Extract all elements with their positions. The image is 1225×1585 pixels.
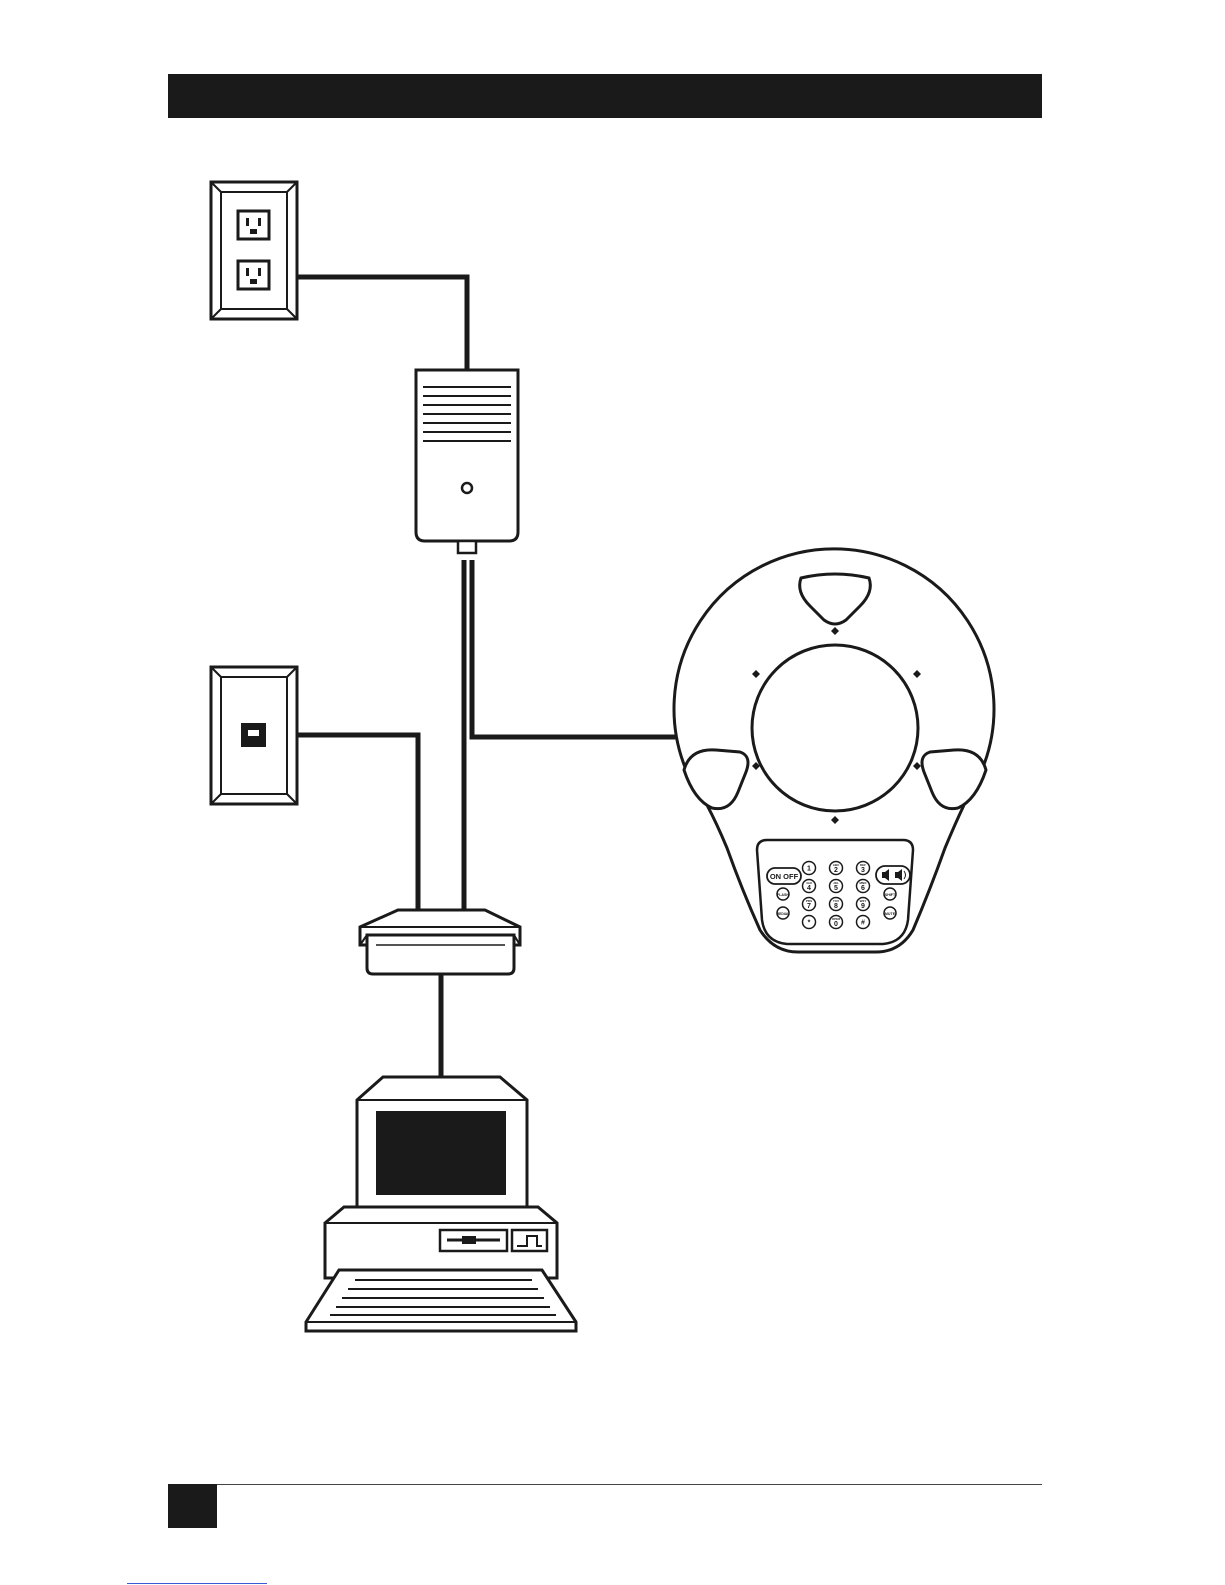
power-adapter	[416, 370, 518, 553]
dial-key-1: 1	[803, 862, 816, 875]
keypad-panel: ON OFF FLASH REDIAL SHIFT MUTE	[757, 840, 913, 944]
dial-key-digit: 1	[807, 866, 811, 873]
dial-key-digit: 6	[861, 885, 865, 892]
power-led	[462, 483, 472, 493]
adapter-plug	[458, 541, 476, 553]
redial-button: REDIAL	[777, 907, 790, 919]
dial-key-digit: 0	[834, 921, 838, 928]
dial-key-pound: #	[857, 916, 870, 929]
outlet-socket-top	[238, 211, 269, 239]
redial-label: REDIAL	[777, 912, 790, 916]
on-off-button: ON OFF	[767, 868, 801, 884]
dial-key-digit: *	[808, 920, 811, 927]
dial-key-digit: #	[861, 920, 865, 927]
dial-key-digit: 7	[807, 903, 811, 910]
power-cable	[272, 277, 467, 369]
dial-key-digit: 5	[834, 885, 838, 892]
keyboard	[306, 1270, 576, 1331]
dial-key-digit: 2	[834, 867, 838, 874]
outlet-socket-bottom	[238, 261, 269, 289]
dial-key-digit: 4	[807, 885, 811, 892]
mute-button: MUTE	[884, 907, 896, 919]
volume-rocker	[876, 866, 910, 884]
monitor-screen	[376, 1111, 506, 1195]
link-underline	[127, 1583, 267, 1584]
dial-key-star: *	[803, 916, 816, 929]
drive-bay	[512, 1230, 547, 1251]
mute-label: MUTE	[885, 912, 896, 916]
phone-jack	[211, 667, 297, 804]
modem	[360, 910, 520, 974]
dial-key-digit: 8	[834, 903, 838, 910]
page-number-tab	[168, 1484, 217, 1528]
flash-button: FLASH	[777, 888, 789, 900]
computer	[306, 1077, 576, 1331]
dial-key-digit: 9	[861, 903, 865, 910]
dial-key-digit: 3	[861, 867, 865, 874]
shift-label: SHIFT	[885, 893, 896, 897]
speaker-grille	[752, 645, 918, 811]
monitor	[357, 1077, 527, 1207]
power-outlet	[211, 182, 297, 319]
on-off-label: ON OFF	[770, 872, 799, 881]
flash-label: FLASH	[777, 893, 789, 897]
system-unit	[325, 1207, 557, 1278]
footer-rule	[168, 1484, 1042, 1485]
speakerphone: ON OFF FLASH REDIAL SHIFT MUTE	[674, 549, 994, 952]
adapter-to-speakerphone-cable	[472, 560, 678, 737]
shift-button: SHIFT	[884, 888, 896, 900]
